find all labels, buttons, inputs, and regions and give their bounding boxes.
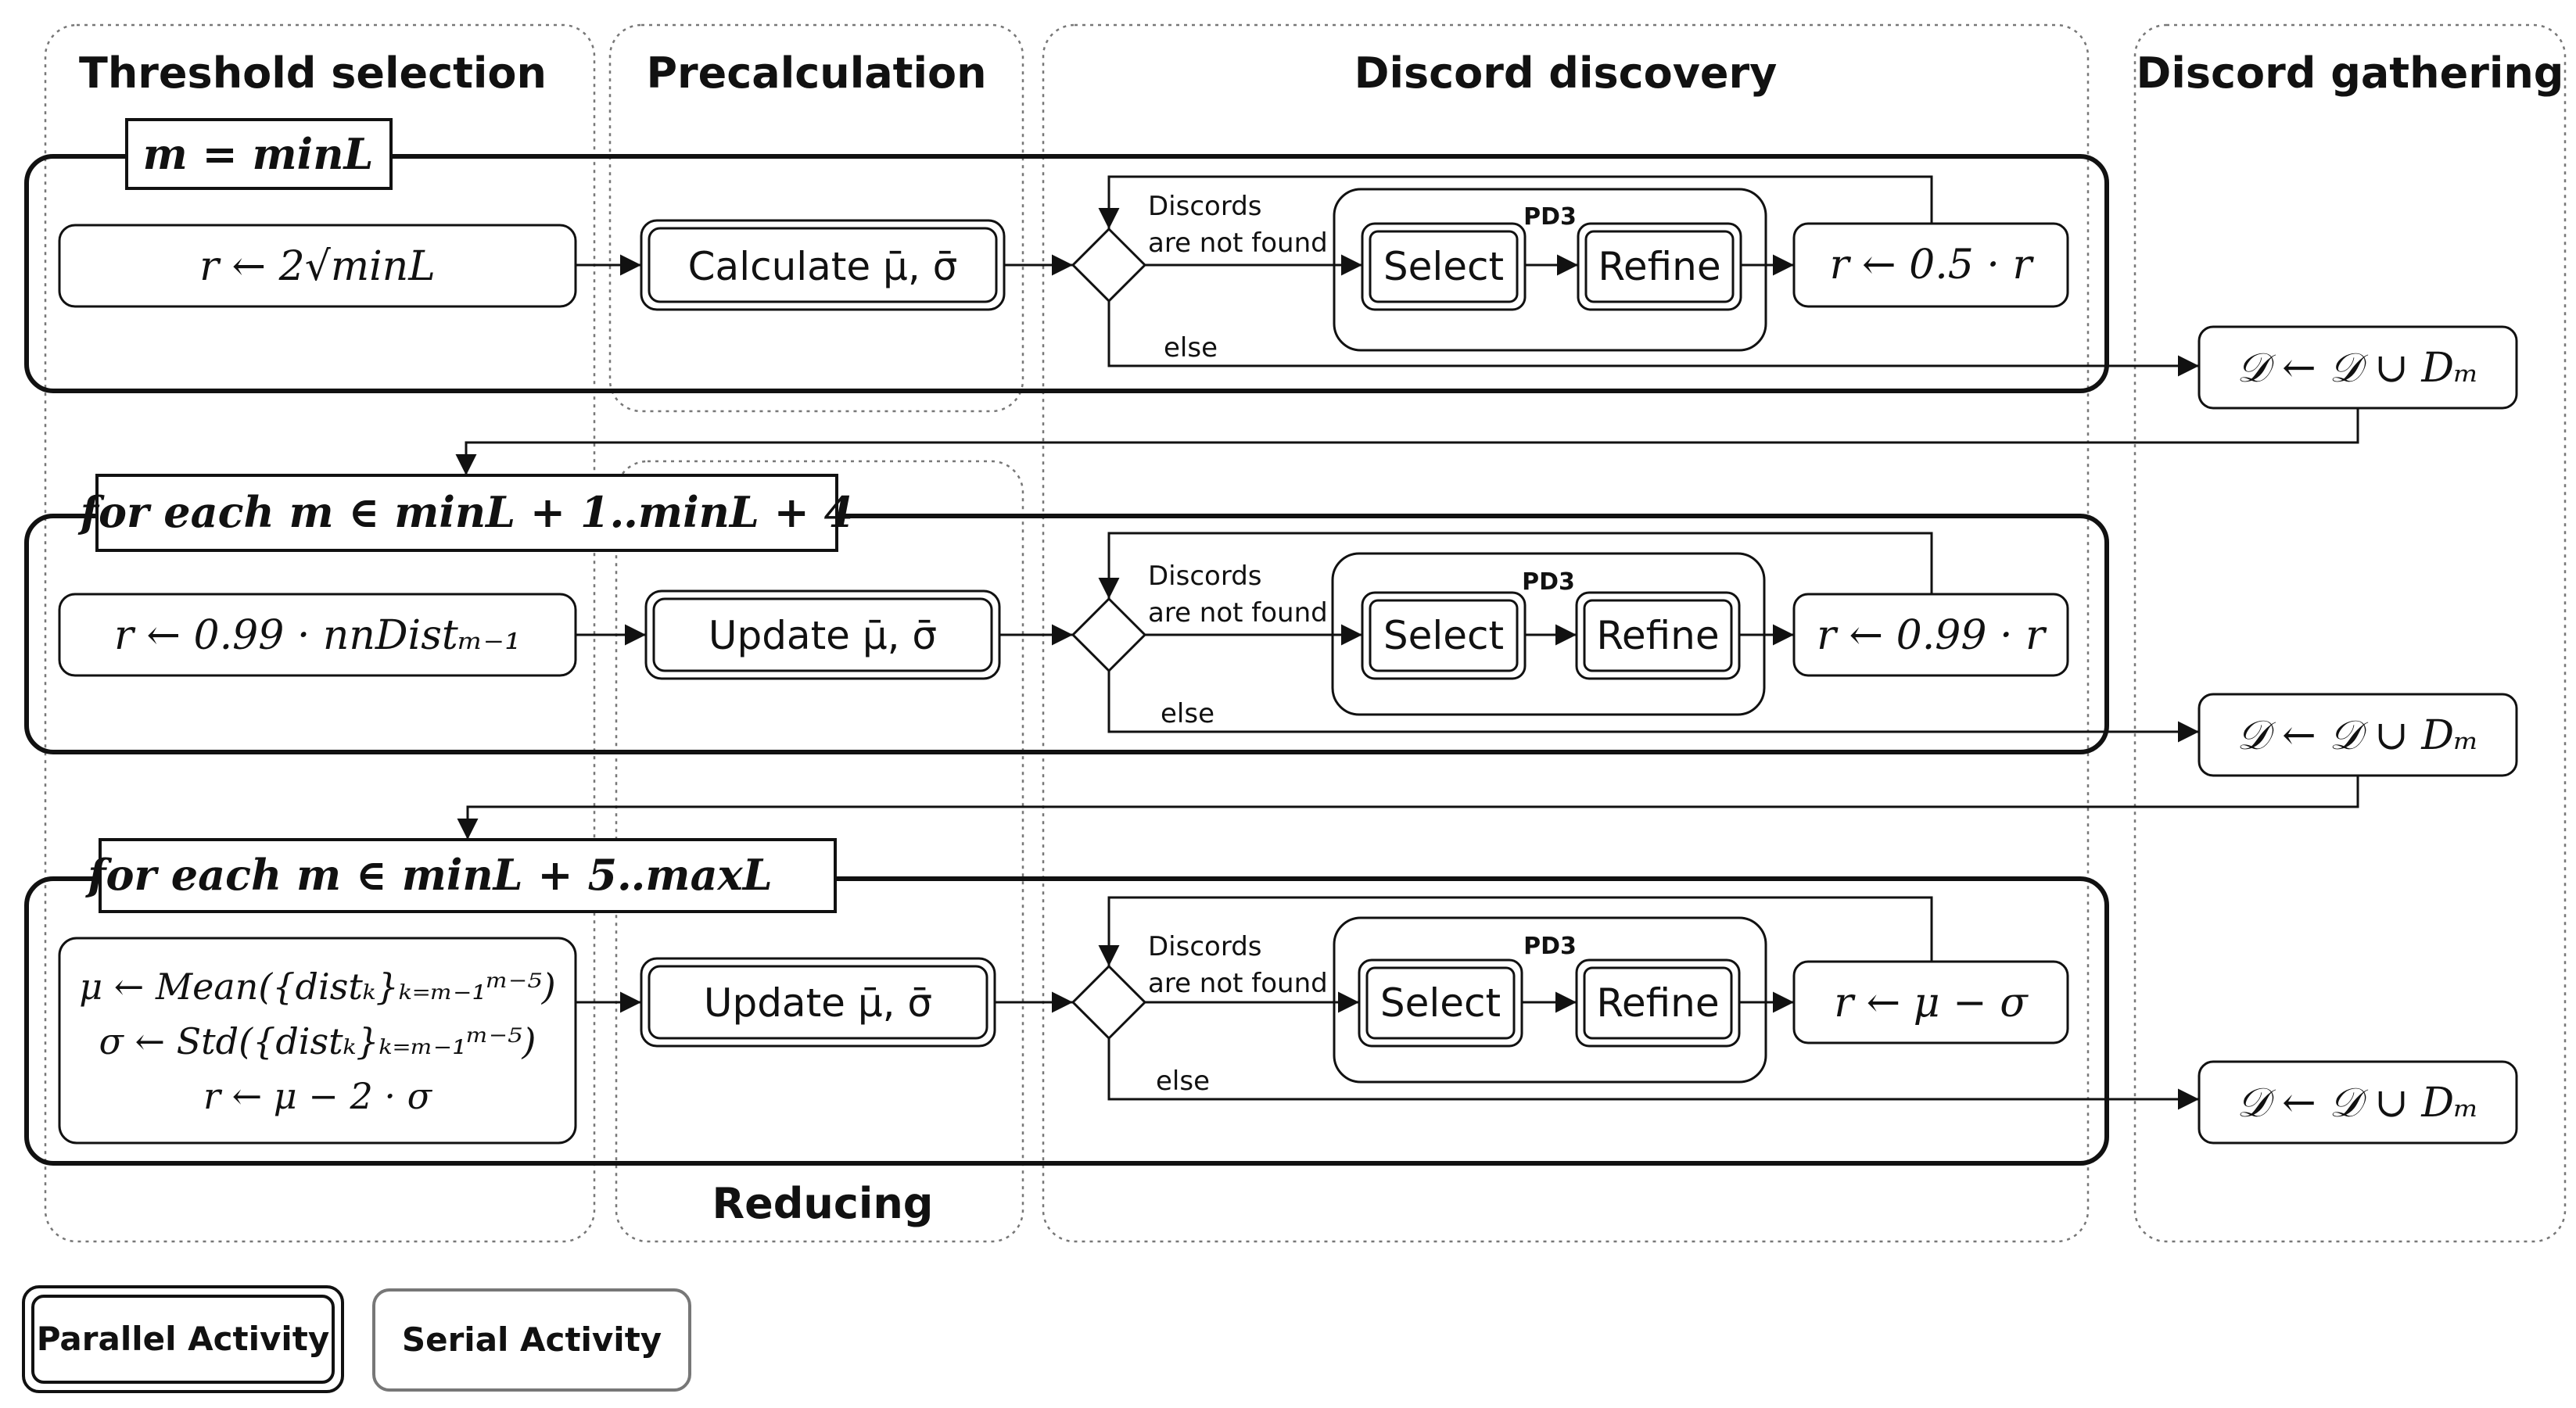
stage-3-pd3-box (1333, 916, 1767, 1084)
stage-3-else-arrow (1107, 1038, 2199, 1110)
stage-3-decision-diamond (1071, 964, 1147, 1041)
stage-3-pd3-label: PD3 (1523, 933, 1577, 960)
stage-1-else-label: else (1164, 332, 1218, 364)
legend-serial-box (372, 1288, 691, 1392)
legend-serial-label: Serial Activity (402, 1320, 662, 1359)
lane-discord-gathering (2133, 23, 2567, 1243)
stage-2-select-inner (1369, 599, 1519, 672)
stage-3-refine-inner (1583, 966, 1733, 1040)
stage-2-else-arrow (1107, 671, 2199, 743)
stage-3-pre-text: Update μ̄, σ̄ (704, 980, 932, 1026)
lane-precalculation-reducing (615, 460, 1024, 1243)
stage-2-pre-text: Update μ̄, σ̄ (709, 613, 937, 658)
stage-2-refine-inner (1583, 599, 1733, 672)
stage-2: for each m ∈ minL + 1‥minL + 4 r ← 0.99 … (24, 474, 2518, 777)
stage-3-select-inner (1365, 966, 1516, 1040)
stage-3-threshold-line2: σ ← Std({distₖ}ₖ₌ₘ₋₁ᵐ⁻⁵) (99, 1020, 536, 1062)
stage-2-gather-text: 𝒟 ← 𝒟 ∪ Dₘ (2237, 712, 2479, 759)
stage-1-pre-inner (648, 227, 998, 303)
stage-1-update-text: r ← 0.5 · r (1830, 242, 2035, 288)
stage-3-refine-text: Refine (1596, 980, 1719, 1026)
stage-2-pre-inner (652, 597, 993, 672)
stage-1-pd3-label: PD3 (1523, 203, 1577, 231)
stage-1-decision-diamond (1071, 227, 1147, 303)
stage-3-cond-line1: Discords (1148, 931, 1262, 962)
stage-3-threshold-line3: r ← μ − 2 · σ (203, 1075, 433, 1117)
stage-3-frame (24, 876, 2109, 1166)
stage-3-title-box (99, 838, 837, 913)
legend-parallel-outer (22, 1285, 344, 1393)
stage-2-threshold-text: r ← 0.99 · nnDistₘ₋₁ (114, 612, 521, 659)
stage-1-select-text: Select (1383, 244, 1504, 289)
stage-1-refine-text: Refine (1598, 244, 1720, 289)
stage-2-refine-text: Refine (1596, 613, 1719, 658)
stage-3-pre-inner (648, 965, 988, 1040)
stage-2-cond-line1: Discords (1148, 561, 1262, 592)
stage-2-update-text: r ← 0.99 · r (1817, 612, 2047, 659)
stage-1-refine-outer (1577, 222, 1742, 311)
stage-2-decision-diamond (1071, 597, 1147, 673)
lane-title-threshold: Threshold selection (79, 48, 547, 98)
stage-1-cond-line2: are not found (1148, 228, 1328, 259)
stage-1-loop-back (1098, 175, 1933, 229)
stage-1-title: m = minL (143, 129, 374, 179)
stage-2-title-box (95, 474, 838, 552)
lane-title-discovery: Discord discovery (1354, 48, 1778, 98)
stage-3-gather-box (2197, 1060, 2518, 1145)
stage-2-frame (24, 514, 2109, 754)
stage-1-frame (24, 154, 2109, 393)
stage-1-else-arrow (1107, 301, 2199, 377)
stage-1-select-inner (1369, 230, 1519, 303)
stage-2-cond-line2: are not found (1148, 597, 1328, 629)
stage-3-loop-back (1098, 896, 1933, 966)
legend-parallel-label: Parallel Activity (37, 1320, 329, 1358)
legend: Parallel Activity Serial Activity (22, 1285, 691, 1393)
stage-1-pre-text: Calculate μ̄, σ̄ (688, 244, 958, 289)
stage-2-else-label: else (1161, 698, 1214, 729)
stage-1-title-box (125, 118, 393, 190)
lane-threshold-selection (44, 23, 596, 1243)
lane-title-reducing: Reducing (712, 1179, 934, 1228)
stage-3-threshold-line1: μ ← Mean({distₖ}ₖ₌ₘ₋₁ᵐ⁻⁵) (79, 966, 555, 1008)
stage-1-pd3-box (1333, 188, 1767, 352)
stage-3: for each m ∈ minL + 5‥maxL μ ← Mean({dis… (24, 838, 2518, 1166)
connector-1-2 (455, 408, 2359, 475)
stage-3-threshold-box (58, 937, 577, 1145)
stage-2-title: for each m ∈ minL + 1‥minL + 4 (77, 487, 853, 537)
stage-3-update-text: r ← μ − σ (1834, 980, 2029, 1026)
lane-precalculation-upper (608, 23, 1024, 413)
stage-2-select-text: Select (1383, 613, 1504, 658)
stage-3-gather-text: 𝒟 ← 𝒟 ∪ Dₘ (2237, 1080, 2479, 1127)
stage-1-gather-text: 𝒟 ← 𝒟 ∪ Dₘ (2237, 345, 2479, 392)
stage-1-cond-line1: Discords (1148, 191, 1262, 222)
stage-1-refine-inner (1584, 230, 1735, 303)
swimlanes (44, 23, 2567, 1243)
legend-parallel-inner (31, 1295, 335, 1384)
stage-1-select-outer (1361, 222, 1527, 311)
stage-3-title: for each m ∈ minL + 5‥maxL (84, 850, 772, 900)
stage-1: m = minL r ← 2√minL Calculate μ̄, σ̄ Dis… (24, 118, 2518, 410)
stage-1-threshold-text: r ← 2√minL (199, 243, 436, 290)
stage-2-pd3-label: PD3 (1522, 568, 1575, 596)
stage-3-else-label: else (1156, 1066, 1210, 1097)
lane-title-gathering: Discord gathering (2137, 48, 2564, 98)
connector-2-3 (457, 776, 2359, 840)
lane-title-precalculation: Precalculation (646, 48, 986, 98)
stage-3-select-text: Select (1380, 980, 1501, 1026)
stage-2-loop-back (1098, 532, 1933, 599)
stage-3-cond-line2: are not found (1148, 968, 1328, 999)
